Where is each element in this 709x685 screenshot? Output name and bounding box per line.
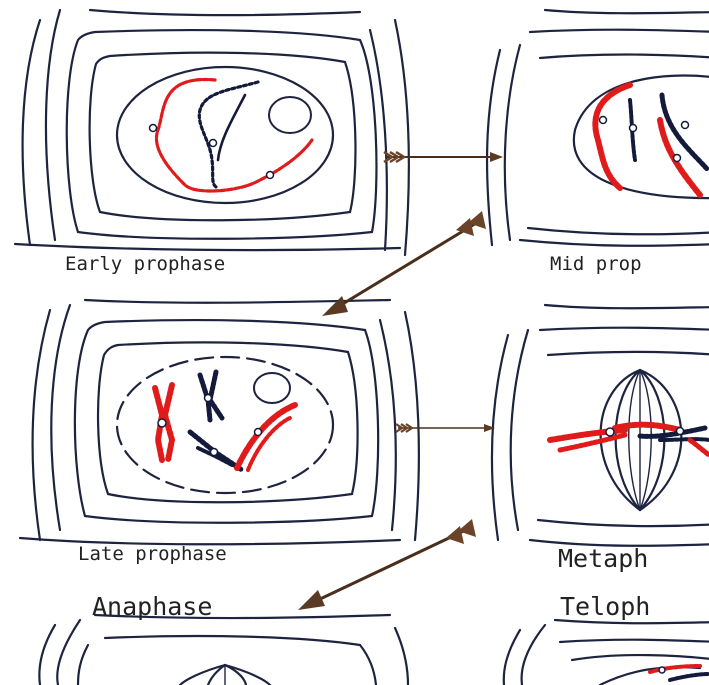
cell-mid-prophase: [487, 10, 709, 246]
cell-late-prophase: [20, 300, 419, 544]
label-mid-prophase: Mid prop: [550, 253, 642, 275]
arrow-down-left-icon: [298, 519, 476, 610]
arrow-right-icon: [384, 152, 503, 162]
cell-early-prophase: [15, 10, 409, 255]
label-metaphase: Metaph: [558, 544, 648, 573]
label-late-prophase: Late prophase: [78, 543, 227, 565]
arrow-down-left-icon: [322, 211, 486, 316]
arrow-right-icon: [396, 424, 495, 432]
cell-metaphase: [492, 305, 709, 546]
label-anaphase: Anaphase: [92, 592, 212, 621]
cell-telophase: [504, 620, 709, 685]
cell-anaphase: [39, 615, 408, 685]
label-telophase: Teloph: [560, 592, 650, 621]
label-early-prophase: Early prophase: [65, 253, 225, 275]
